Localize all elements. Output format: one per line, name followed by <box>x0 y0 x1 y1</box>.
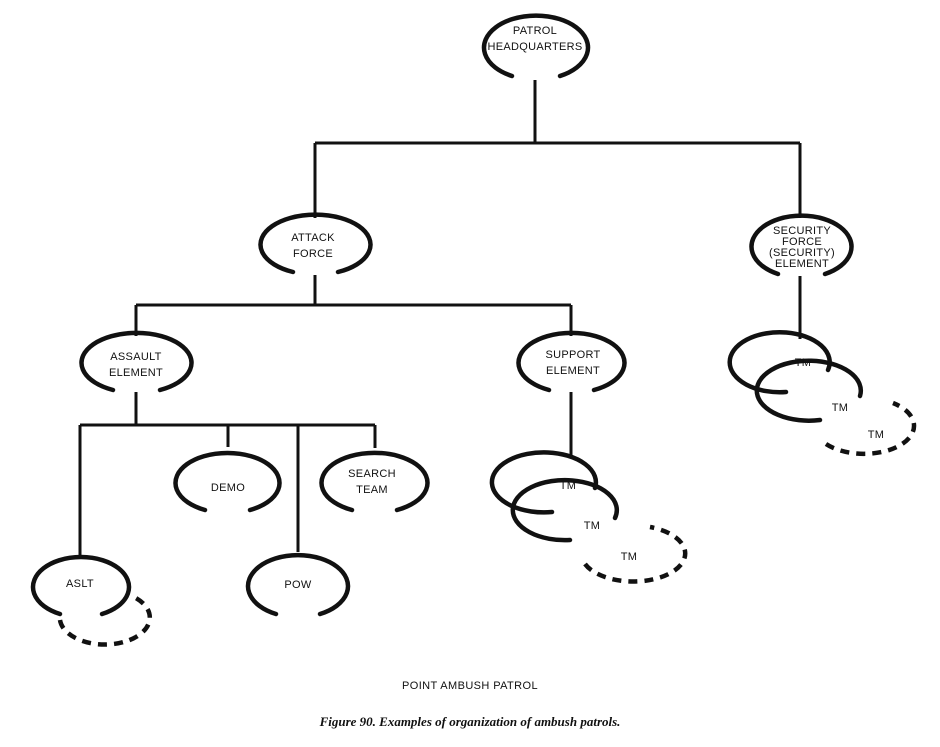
dashed-team-oval <box>57 593 152 647</box>
node-assault-element: ASSAULT ELEMENT <box>79 330 194 393</box>
node-label-line: TM <box>832 402 848 414</box>
dashed-team-oval <box>583 524 688 584</box>
node-label-line: ELEMENT <box>546 365 600 377</box>
node-label-line: HEADQUARTERS <box>487 41 582 53</box>
node-label-line: POW <box>284 579 311 591</box>
node-label-line: TM <box>560 480 576 492</box>
node-label-line: DEMO <box>211 482 245 494</box>
node-label-line: ATTACK <box>291 232 335 244</box>
node-demo: DEMO <box>173 450 282 513</box>
node-label-line: ELEMENT <box>775 258 829 270</box>
connector-lines <box>78 80 802 557</box>
node-label-line: ASLT <box>66 578 94 590</box>
node-attack-force: ATTACK FORCE <box>258 212 373 275</box>
node-label-line: TM <box>584 520 600 532</box>
node-support-teams: TM TM TM <box>489 450 688 584</box>
node-label-line: TM <box>795 357 811 369</box>
node-search-team: SEARCH TEAM <box>319 450 430 513</box>
node-label-line: TM <box>621 551 637 563</box>
node-label-line: FORCE <box>293 248 333 260</box>
node-label-line: ELEMENT <box>109 367 163 379</box>
node-label-line: (SECURITY) <box>769 247 835 259</box>
dashed-team-oval <box>824 400 917 457</box>
node-security-force-element: SECURITY FORCE (SECURITY) ELEMENT <box>749 213 854 277</box>
node-label-line: PATROL <box>513 25 557 37</box>
figure-caption: Figure 90. Examples of organization of a… <box>319 714 621 729</box>
node-support-element: SUPPORT ELEMENT <box>516 330 627 393</box>
diagram-title: POINT AMBUSH PATROL <box>402 680 538 692</box>
node-pow: POW <box>245 552 351 617</box>
node-label-line: SECURITY <box>773 225 831 237</box>
node-security-teams: TM TM TM <box>727 329 917 457</box>
node-patrol-headquarters: PATROL HEADQUARTERS <box>481 13 591 79</box>
node-label-line: TM <box>868 429 884 441</box>
node-label-line: TEAM <box>356 484 388 496</box>
node-label-line: SEARCH <box>348 468 396 480</box>
node-label-line: SUPPORT <box>545 349 600 361</box>
node-aslt: ASLT <box>30 554 152 647</box>
node-label-line: FORCE <box>782 236 822 248</box>
node-label-line: ASSAULT <box>110 351 161 363</box>
